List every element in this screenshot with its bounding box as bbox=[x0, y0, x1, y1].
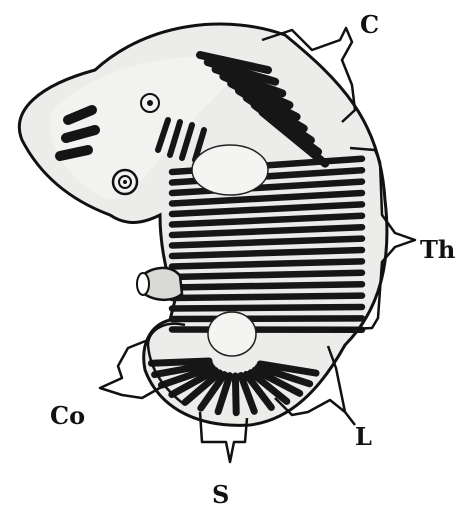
umbilical-stalk bbox=[137, 268, 182, 300]
label-thoracic: Th bbox=[420, 235, 455, 264]
thoracic-somite bbox=[172, 307, 362, 309]
lower-somite bbox=[235, 376, 236, 413]
upper-limb-bud bbox=[192, 145, 268, 195]
lower-limb-bud bbox=[208, 312, 256, 356]
thoracic-somite bbox=[172, 296, 362, 298]
thoracic-somite bbox=[172, 284, 362, 287]
thoracic-somite bbox=[172, 318, 362, 319]
label-cervical: C bbox=[360, 10, 379, 39]
label-coccygeal: Co bbox=[50, 401, 85, 430]
lower-somite bbox=[151, 361, 209, 363]
thoracic-somite bbox=[172, 273, 362, 277]
label-sacral: S bbox=[212, 480, 229, 509]
label-lumbar: L bbox=[355, 422, 372, 451]
